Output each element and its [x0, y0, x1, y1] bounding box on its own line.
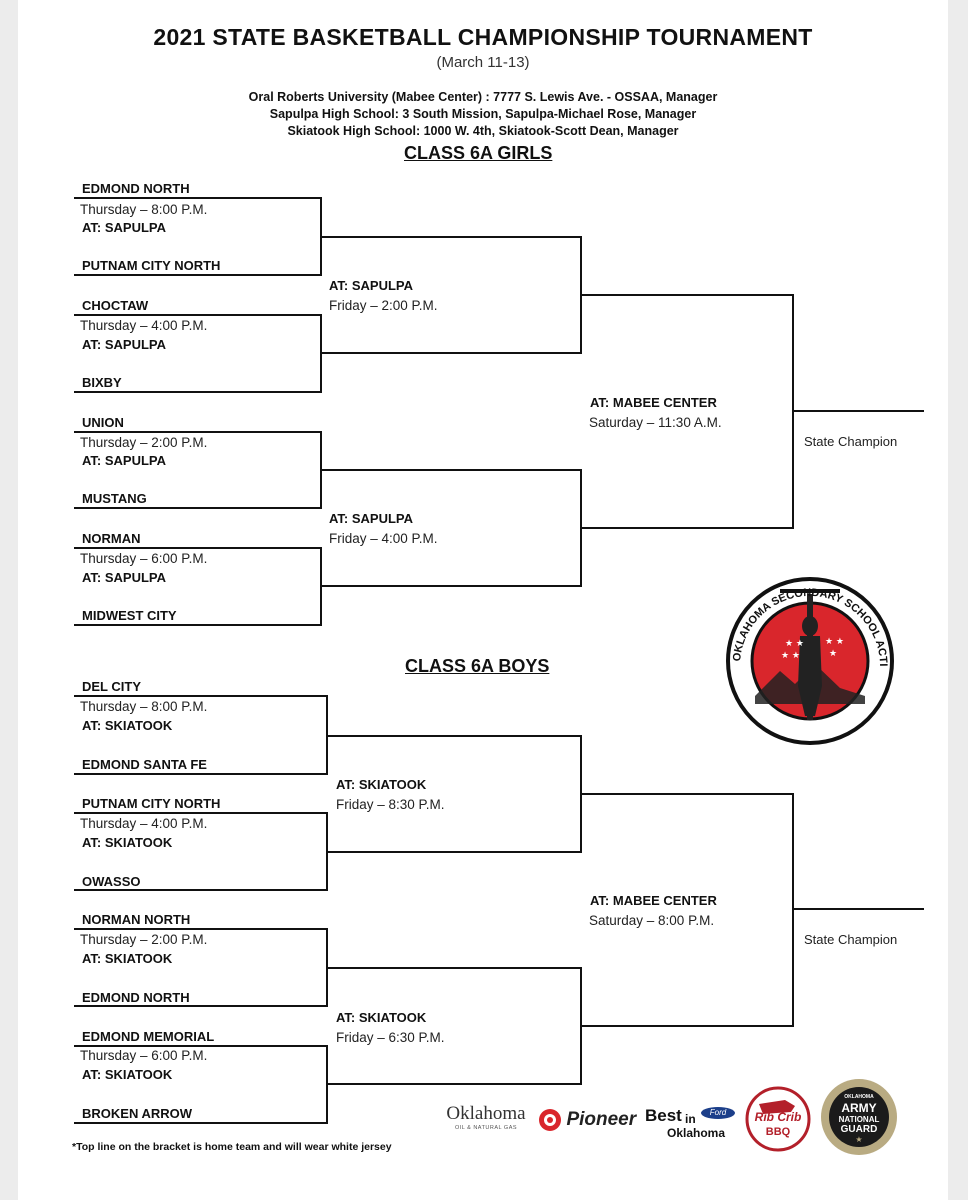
game-site: AT: SKIATOOK [336, 1010, 427, 1025]
footnote: *Top line on the bracket is home team an… [72, 1141, 392, 1153]
game-site: AT: SKIATOOK [336, 777, 427, 792]
army-national-guard-logo: OKLAHOMA ARMY NATIONAL GUARD ★ [821, 1079, 897, 1155]
game-site: AT: SKIATOOK [82, 835, 173, 850]
game-time: Thursday – 6:00 P.M. [80, 1048, 208, 1063]
bracket-line [74, 695, 328, 697]
svg-text:★ ★: ★ ★ [825, 637, 844, 647]
team-away: BROKEN ARROW [82, 1106, 193, 1121]
bracket-line [580, 793, 794, 795]
game-time: Friday – 2:00 P.M. [329, 298, 438, 313]
bracket-line [74, 1122, 328, 1124]
bracket-line [320, 352, 582, 354]
game-site: AT: SAPULPA [329, 278, 414, 293]
bracket-line [326, 1083, 582, 1085]
svg-text:★ ★: ★ ★ [785, 639, 804, 649]
best-in-oklahoma-logo: Best in Ford Oklahoma [645, 1106, 735, 1152]
game-site: AT: SAPULPA [329, 511, 414, 526]
ford-oval-icon: Ford [701, 1107, 735, 1119]
venue-line: Skiatook High School: 1000 W. 4th, Skiat… [287, 124, 679, 138]
pioneer-logo: Pioneer [538, 1108, 636, 1134]
team-home: NORMAN NORTH [82, 912, 191, 927]
state-champion-label: State Champion [804, 932, 898, 947]
bracket-line [580, 1025, 794, 1027]
game-site: AT: SAPULPA [82, 570, 167, 585]
bracket-line [320, 585, 582, 587]
bracket-line [580, 294, 794, 296]
game-site: AT: SKIATOOK [82, 718, 173, 733]
game-time: Friday – 4:00 P.M. [329, 531, 438, 546]
bracket-line [320, 236, 582, 238]
team-home: NORMAN [82, 531, 141, 546]
rib-crib-logo: Rib Crib BBQ [745, 1086, 811, 1152]
bracket-line [74, 812, 328, 814]
bracket-line [74, 889, 328, 891]
team-away: EDMOND NORTH [82, 990, 190, 1005]
bracket-line [74, 1005, 328, 1007]
game-time: Thursday – 4:00 P.M. [80, 816, 208, 831]
game-time: Thursday – 2:00 P.M. [80, 435, 208, 450]
bracket-line [792, 793, 794, 1027]
team-away: BIXBY [82, 375, 122, 390]
game-site: AT: SKIATOOK [82, 1067, 173, 1082]
bracket-page: 2021 STATE BASKETBALL CHAMPIONSHIP TOURN… [18, 0, 948, 1200]
pioneer-mark-icon [539, 1109, 561, 1131]
bracket-line [320, 469, 582, 471]
team-home: CHOCTAW [82, 298, 149, 313]
bracket-line [74, 391, 322, 393]
team-away: EDMOND SANTA FE [82, 757, 207, 772]
bracket-line [74, 314, 322, 316]
svg-text:★: ★ [829, 649, 837, 659]
bracket-line [74, 507, 322, 509]
game-site: AT: MABEE CENTER [590, 395, 717, 410]
ossaa-logo: ★ ★ ★ ★ ★ ★ ★ OKLAHOMA SECONDARY SCHOOL … [721, 567, 895, 746]
team-away: MIDWEST CITY [82, 608, 177, 623]
bracket-line [326, 735, 582, 737]
game-time: Saturday – 8:00 P.M. [589, 913, 715, 928]
girls-section-title: CLASS 6A GIRLS [404, 143, 553, 163]
team-away: OWASSO [82, 874, 141, 889]
bracket-line [74, 624, 322, 626]
oklahoma-oil-gas-logo: Oklahoma OIL & NATURAL GAS [446, 1103, 526, 1131]
state-champion-label: State Champion [804, 434, 898, 449]
game-time: Saturday – 11:30 A.M. [589, 415, 722, 430]
tournament-dates: (March 11-13) [436, 54, 530, 71]
page-title: 2021 STATE BASKETBALL CHAMPIONSHIP TOURN… [153, 24, 813, 50]
team-home: DEL CITY [82, 679, 141, 694]
bracket-line [580, 527, 794, 529]
bracket-line [326, 851, 582, 853]
team-home: EDMOND MEMORIAL [82, 1029, 215, 1044]
venue-line: Sapulpa High School: 3 South Mission, Sa… [269, 107, 697, 121]
game-site: AT: SKIATOOK [82, 951, 173, 966]
game-site: AT: SAPULPA [82, 337, 167, 352]
game-site: AT: SAPULPA [82, 453, 167, 468]
game-site: AT: MABEE CENTER [590, 893, 717, 908]
boys-section-title: CLASS 6A BOYS [405, 656, 550, 676]
bracket-line [74, 431, 322, 433]
game-time: Thursday – 2:00 P.M. [80, 932, 208, 947]
team-home: EDMOND NORTH [82, 181, 190, 196]
game-site: AT: SAPULPA [82, 220, 167, 235]
bracket-line [74, 197, 322, 199]
game-time: Thursday – 8:00 P.M. [80, 202, 208, 217]
team-away: PUTNAM CITY NORTH [82, 258, 221, 273]
svg-text:★ ★: ★ ★ [781, 651, 800, 661]
bracket-line [74, 928, 328, 930]
bracket-line [326, 967, 582, 969]
bracket-line [74, 547, 322, 549]
bracket-line [74, 773, 328, 775]
team-home: PUTNAM CITY NORTH [82, 796, 221, 811]
star-icon: ★ [855, 1135, 863, 1144]
game-time: Thursday – 6:00 P.M. [80, 551, 208, 566]
game-time: Friday – 8:30 P.M. [336, 797, 445, 812]
game-time: Friday – 6:30 P.M. [336, 1030, 445, 1045]
bracket-line [792, 410, 924, 412]
game-time: Thursday – 8:00 P.M. [80, 699, 208, 714]
bracket-line [74, 274, 322, 276]
team-away: MUSTANG [82, 491, 147, 506]
bracket-line [792, 908, 924, 910]
team-home: UNION [82, 415, 124, 430]
venue-line: Oral Roberts University (Mabee Center) :… [248, 90, 718, 104]
bracket-line [74, 1045, 328, 1047]
game-time: Thursday – 4:00 P.M. [80, 318, 208, 333]
